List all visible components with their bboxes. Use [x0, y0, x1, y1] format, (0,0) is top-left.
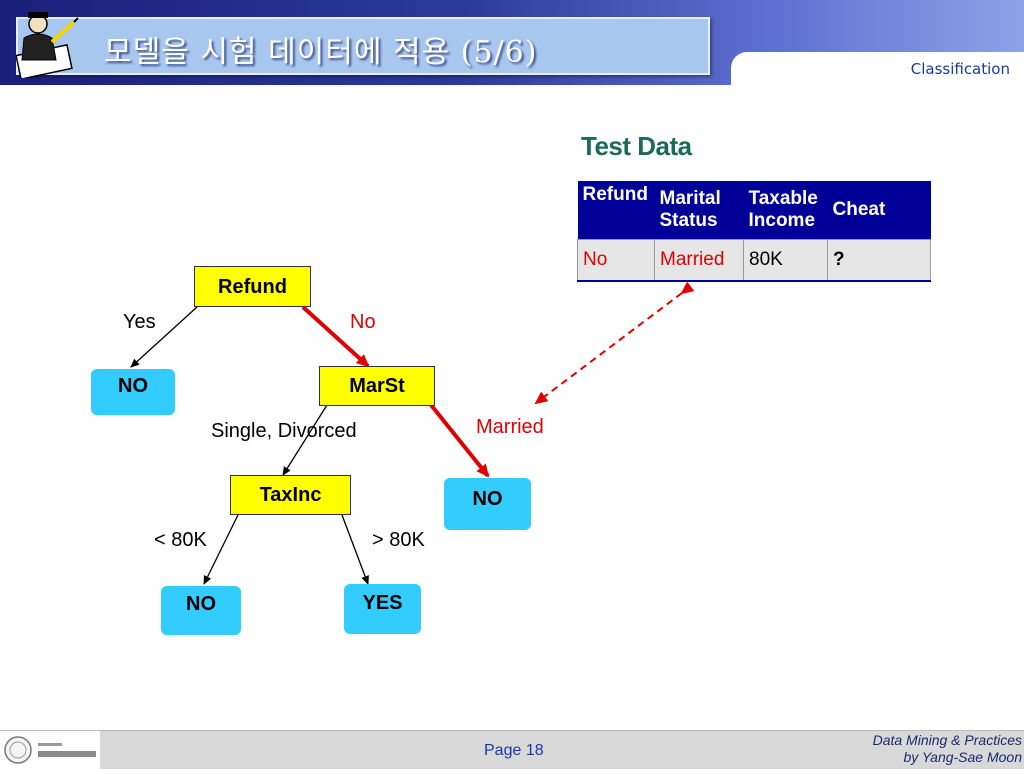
section-tab: Classification — [731, 52, 1024, 85]
page-title: 모델을 시험 데이터에 적용 (5/6) — [104, 35, 538, 70]
seal-icon — [4, 736, 96, 764]
cell-cheat: ? — [827, 238, 931, 282]
dashed-link-arrow — [534, 281, 695, 405]
node-marst: MarSt — [319, 366, 435, 406]
test-data-title: Test Data — [581, 131, 692, 161]
table-header-row: Refund Marital Status Taxable Income Che… — [577, 181, 931, 239]
credit-line-2: by Yang-Sae Moon — [903, 749, 1022, 765]
test-data-table: Refund Marital Status Taxable Income Che… — [577, 181, 931, 282]
edge-label-lt80: < 80K — [154, 529, 207, 551]
edge-taxinc-gt80 — [341, 514, 369, 585]
edge-taxinc-lt80 — [203, 514, 239, 585]
cell-marital-status: Married — [654, 238, 744, 282]
section-label: Classification — [910, 60, 1010, 78]
node-taxinc: TaxInc — [230, 475, 351, 515]
header-taxable-income: Taxable Income — [743, 181, 828, 239]
edge-label-gt80: > 80K — [372, 529, 425, 551]
cell-taxable-income: 80K — [743, 238, 828, 282]
credit-text: Data Mining & Practices by Yang-Sae Moon — [873, 732, 1022, 766]
edge-refund-yes — [130, 306, 198, 368]
leaf-yes-gt80: YES — [344, 584, 421, 634]
footer-bar — [0, 730, 1024, 769]
table-row: No Married 80K ? — [577, 238, 931, 282]
edge-marst-single-divorced — [282, 404, 328, 476]
page-number: Page 18 — [484, 742, 544, 759]
edge-marst-married — [429, 403, 490, 478]
title-bar — [16, 17, 710, 75]
edge-label-married: Married — [476, 416, 544, 438]
cell-refund: No — [577, 238, 655, 282]
leaf-no-lt80: NO — [161, 586, 241, 635]
header-cheat: Cheat — [827, 181, 931, 239]
edge-label-no: No — [350, 311, 376, 333]
leaf-no-married: NO — [444, 478, 531, 530]
university-logo — [0, 731, 100, 769]
edge-refund-no — [301, 305, 370, 368]
header-marital-status: Marital Status — [654, 181, 744, 239]
edge-label-yes: Yes — [123, 311, 156, 333]
leaf-no-refund-yes: NO — [91, 369, 175, 415]
credit-line-1: Data Mining & Practices — [872, 732, 1022, 748]
header-refund: Refund — [577, 181, 655, 239]
node-refund: Refund — [194, 266, 311, 307]
edge-label-single-divorced: Single, Divorced — [211, 420, 357, 442]
scholar-writing-icon — [16, 12, 79, 78]
